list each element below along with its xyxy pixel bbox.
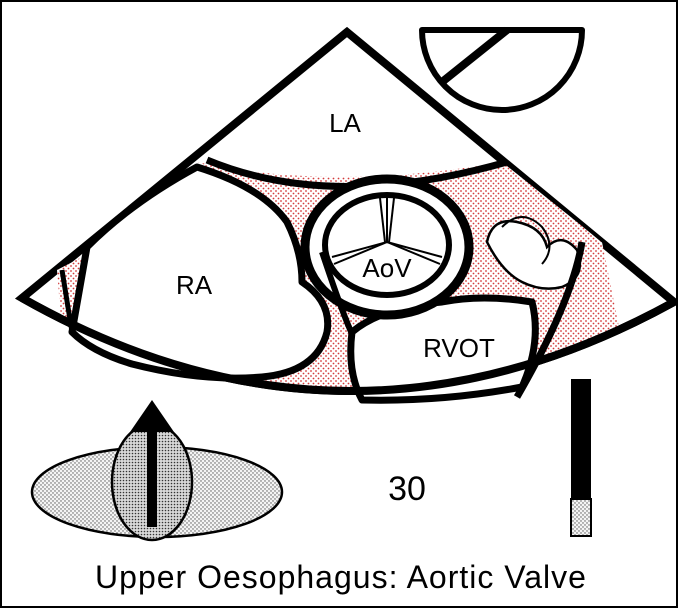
label-ra: RA	[176, 270, 213, 300]
oesophagus-probe-icon	[32, 400, 282, 540]
depth-scale-icon	[571, 379, 591, 536]
label-aov: AoV	[362, 253, 412, 283]
semicircle-angle-icon	[422, 30, 582, 110]
angle-value: 30	[388, 470, 426, 508]
caption: Upper Oesophagus: Aortic Valve	[95, 559, 587, 595]
label-rvot: RVOT	[423, 333, 495, 363]
ultrasound-sector	[22, 32, 674, 402]
label-la: LA	[329, 108, 361, 138]
